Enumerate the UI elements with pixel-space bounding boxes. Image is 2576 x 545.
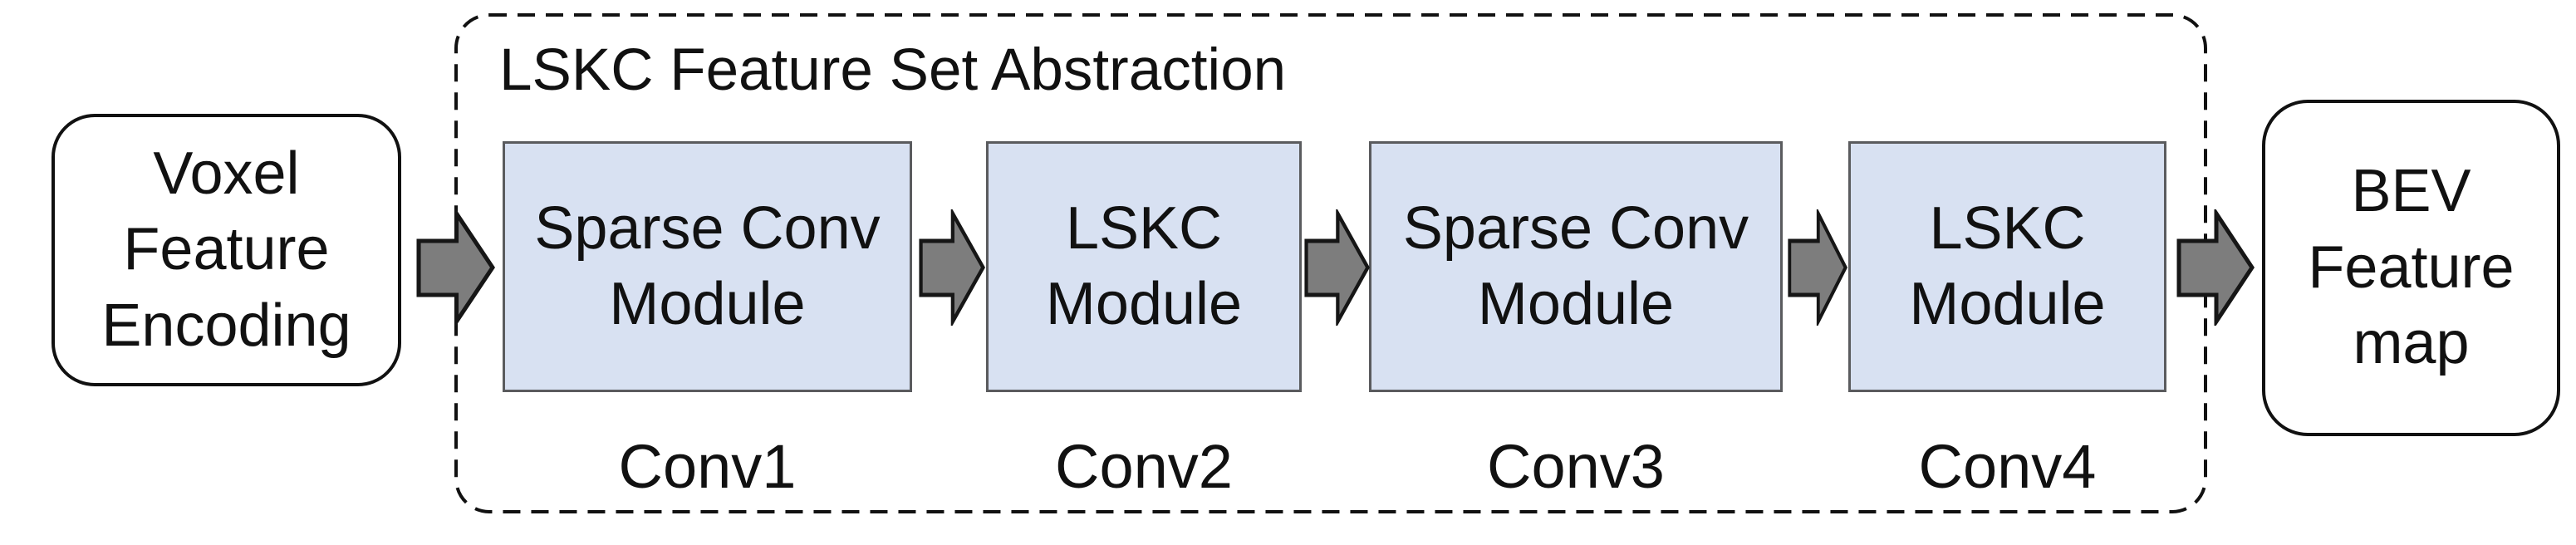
module-label: LSKC Module: [1909, 191, 2105, 341]
voxel-feature-encoding-label: Voxel Feature Encoding: [101, 136, 351, 364]
module-label-line: Module: [1045, 271, 1243, 337]
module-label-line: Module: [1909, 271, 2106, 337]
module-label-line: Sparse Conv: [534, 195, 881, 263]
module-box-conv4: LSKC Module: [1848, 141, 2166, 392]
flow-arrow-input-to-conv1: [416, 209, 495, 326]
right-arrow-icon: [1304, 209, 1370, 326]
flow-arrow-conv4-to-output: [2176, 209, 2255, 326]
voxel-feature-encoding-node: Voxel Feature Encoding: [52, 114, 401, 386]
right-arrow-icon: [1788, 209, 1847, 326]
module-label: Sparse Conv Module: [1403, 191, 1749, 341]
flow-arrow-conv2-to-conv3: [1304, 209, 1370, 326]
bev-feature-map-label: BEV Feature map: [2308, 154, 2514, 381]
caption-conv3: Conv3: [1487, 432, 1665, 501]
container-title: LSKC Feature Set Abstraction: [499, 37, 1287, 103]
module-label: LSKC Module: [1046, 191, 1242, 341]
module-label: Sparse Conv Module: [534, 191, 880, 341]
module-label-line: Module: [609, 271, 806, 337]
caption-conv2: Conv2: [1055, 432, 1233, 501]
module-label-line: Sparse Conv: [1402, 195, 1749, 263]
node-label-line: Voxel: [153, 140, 300, 207]
node-label-line: map: [2353, 310, 2470, 377]
module-label-line: LSKC: [1929, 195, 2086, 263]
flow-arrow-conv3-to-conv4: [1788, 209, 1847, 326]
module-box-conv2: LSKC Module: [986, 141, 1302, 392]
caption-conv4: Conv4: [1918, 432, 2097, 501]
flow-arrow-conv1-to-conv2: [919, 209, 985, 326]
right-arrow-icon: [416, 209, 495, 326]
caption-conv1: Conv1: [618, 432, 797, 501]
module-label-line: Module: [1477, 271, 1675, 337]
right-arrow-icon: [2176, 209, 2255, 326]
module-box-conv1: Sparse Conv Module: [503, 141, 912, 392]
right-arrow-icon: [919, 209, 985, 326]
module-box-conv3: Sparse Conv Module: [1369, 141, 1783, 392]
node-label-line: BEV: [2351, 158, 2471, 225]
node-label-line: Feature: [123, 216, 330, 283]
module-label-line: LSKC: [1065, 195, 1223, 263]
node-label-line: Feature: [2308, 233, 2515, 301]
bev-feature-map-node: BEV Feature map: [2262, 100, 2560, 436]
node-label-line: Encoding: [101, 292, 351, 359]
